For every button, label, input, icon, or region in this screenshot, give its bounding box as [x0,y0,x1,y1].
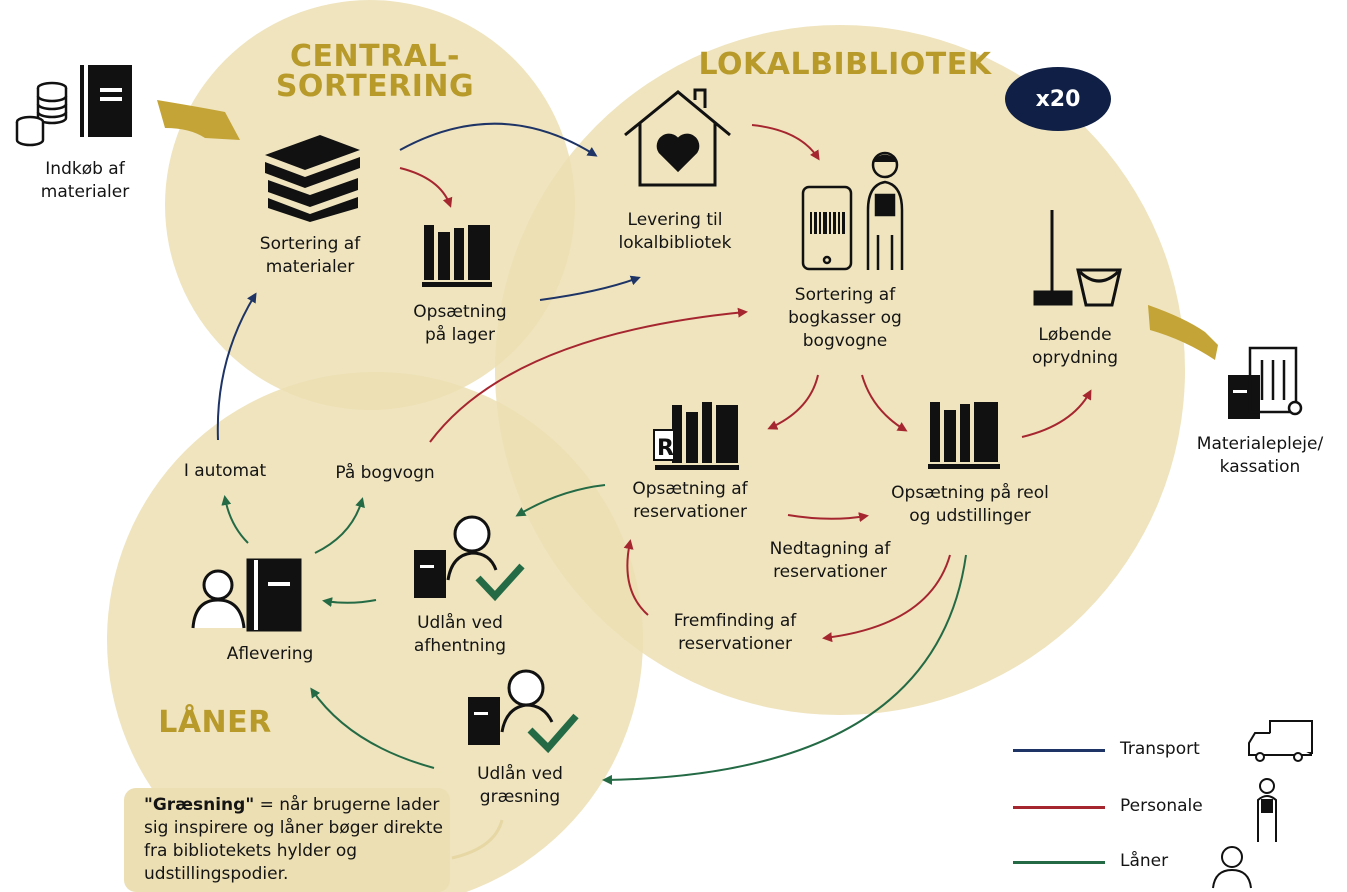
laaner-title: LÅNER [158,705,272,740]
arrow-staff-8 [822,554,951,643]
shelf-reservation-icon: R [653,402,739,470]
multiplier-badge: x20 [1005,67,1111,131]
shelf-reol-icon [928,402,1000,469]
arrow-staff-5 [861,374,908,432]
legend-label-transport: Transport [1120,739,1200,759]
label-bogvogn: På bogvogn [335,463,435,483]
arrow-staff-2 [751,124,820,161]
note-connector [451,819,504,860]
lokal-title: LOKALBIBLIOTEK [698,47,992,82]
label-lager: Opsætning på lager [413,302,507,345]
label-fremfinding: Fremfinding af reservationer [673,611,797,654]
trash-book-icon [1228,346,1303,419]
legend-staff-icon [1257,778,1277,842]
arrow-transport-3 [216,292,257,441]
scanner-phone-icon [801,185,853,271]
legend-person-icon [1212,846,1252,889]
laaner-circle [107,372,643,892]
graesning-note: "Græsning" = når brugerne lader sig insp… [124,788,450,892]
shelf-lager-icon [422,225,492,287]
note-text: = når brugerne lader sig inspirere og lå… [144,795,443,884]
svg-text:R: R [657,436,674,461]
arrow-borrower-6 [602,554,967,785]
arrow-staff-6 [1021,389,1092,438]
label-reol: Opsætning på reol og udstillinger [891,483,1049,526]
arrow-staff-7 [787,512,869,523]
note-term: "Græsning" [144,795,255,815]
book-stack-icon [265,135,360,222]
label-indkoeb: Indkøb af materialer [40,159,130,202]
inflow-arrow [157,100,240,140]
book-icon [80,65,132,137]
label-aflevering: Aflevering [226,644,314,664]
arrow-borrower-2 [221,495,249,544]
label-oprydning: Løbende oprydning [1031,325,1119,368]
central-title: CENTRAL- SORTERING [275,39,475,104]
label-sortering: Sortering af materialer [259,234,361,277]
arrow-staff-4 [767,374,819,430]
lokal-circle [495,25,1185,715]
label-levering: Levering til lokalbibliotek [618,210,732,253]
legend-line-personale [1013,806,1105,809]
legend-label-laaner: Låner [1120,851,1169,871]
label-afhentning: Udlån ved afhentning [413,613,507,656]
truck-icon [1248,720,1313,762]
arrow-borrower-1 [515,484,606,517]
central-circle [165,0,575,410]
person-book-icon [191,558,302,632]
arrow-staff-1 [399,167,453,208]
legend-line-laaner [1013,861,1105,864]
arrow-borrower-4 [322,597,377,608]
arrow-transport-2 [539,275,641,301]
arrow-borrower-5 [310,687,435,769]
staff-icon [866,151,904,270]
outflow-arrow [1148,305,1218,360]
broom-bucket-icon [1033,210,1122,307]
label-reservationer: Opsætning af reservationer [632,479,748,522]
loan-pickup-icon [414,515,525,602]
label-graesning: Udlån ved græsning [477,764,563,807]
arrow-borrower-3 [314,497,365,554]
label-bogkasser: Sortering af bogkasser og bogvogne [788,285,902,351]
label-nedtagning: Nedtagning af reservationer [769,539,891,582]
arrow-staff-3 [429,307,748,443]
legend-line-transport [1013,749,1105,752]
house-heart-icon [624,88,731,187]
coins-icon [15,81,68,147]
arrow-transport-1 [399,122,598,157]
arrow-staff-9 [623,539,649,616]
loan-browse-icon [468,669,579,754]
label-automat: I automat [183,461,267,481]
legend-label-personale: Personale [1120,796,1203,816]
label-kassation: Materialepleje/ kassation [1196,434,1324,477]
